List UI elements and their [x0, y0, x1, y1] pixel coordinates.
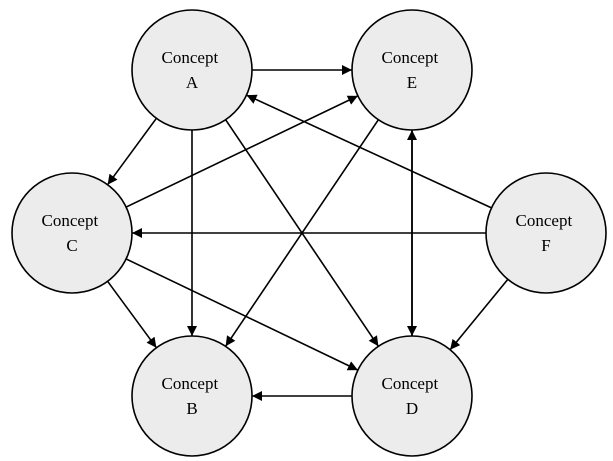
node-concept-e[interactable]: Concept E [351, 9, 473, 131]
node-label-line1: Concept [382, 374, 439, 393]
node-circle [485, 172, 607, 294]
node-concept-d[interactable]: Concept D [351, 335, 473, 457]
edge-f-to-d [449, 278, 509, 351]
node-concept-f[interactable]: Concept F [485, 172, 607, 294]
edge-c-to-d [125, 258, 359, 371]
node-label-line2: E [407, 73, 417, 92]
node-label-line1: Concept [162, 374, 219, 393]
node-label: Concept F [516, 211, 577, 255]
edges-layer [106, 65, 509, 401]
node-label-line1: Concept [382, 48, 439, 67]
node-label-line2: C [66, 236, 77, 255]
node-label-line2: F [541, 236, 550, 255]
node-label-line2: B [186, 399, 197, 418]
node-label-line1: Concept [516, 211, 573, 230]
node-circle [131, 9, 253, 131]
node-concept-b[interactable]: Concept B [131, 335, 253, 457]
node-label-line2: A [186, 73, 199, 92]
node-circle [11, 172, 133, 294]
node-label-line1: Concept [162, 48, 219, 67]
node-circle [351, 335, 473, 457]
edge-f-to-a [246, 94, 492, 209]
node-label: Concept E [382, 48, 443, 92]
edge-c-to-e [125, 95, 359, 208]
node-label: Concept C [42, 211, 103, 255]
node-circle [131, 335, 253, 457]
node-label-line2: D [406, 399, 418, 418]
edge-c-to-b [106, 280, 158, 349]
node-label: Concept B [162, 374, 223, 418]
edge-a-to-c [106, 117, 158, 186]
node-label: Concept A [162, 48, 223, 92]
node-label-line1: Concept [42, 211, 99, 230]
node-concept-a[interactable]: Concept A [131, 9, 253, 131]
node-circle [351, 9, 473, 131]
node-label: Concept D [382, 374, 443, 418]
node-concept-c[interactable]: Concept C [11, 172, 133, 294]
